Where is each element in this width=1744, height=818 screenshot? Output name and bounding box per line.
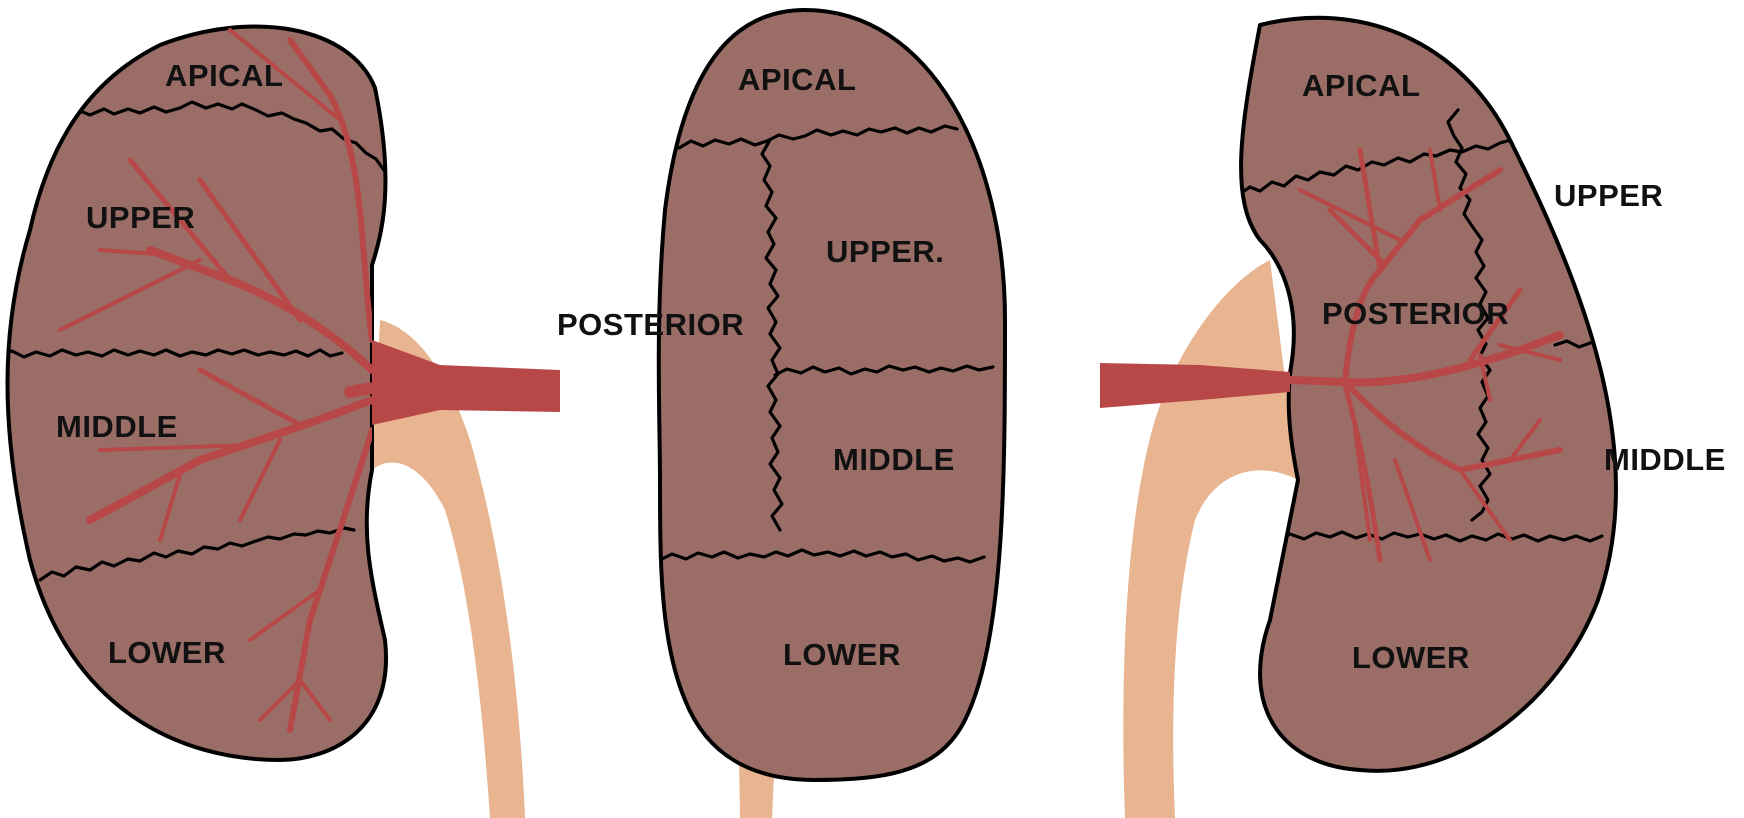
right-label-upper: UPPER xyxy=(1554,178,1663,213)
right-kidney: APICAL UPPER POSTERIOR MIDDLE LOWER xyxy=(1100,18,1726,818)
left-label-lower: LOWER xyxy=(108,635,226,670)
left-label-upper: UPPER xyxy=(86,200,195,235)
right-label-middle: MIDDLE xyxy=(1604,442,1726,477)
center-label-middle: MIDDLE xyxy=(833,442,955,477)
center-label-apical: APICAL xyxy=(738,62,856,97)
left-kidney: APICAL UPPER MIDDLE LOWER xyxy=(0,27,560,818)
left-label-apical: APICAL xyxy=(165,58,283,93)
right-label-apical: APICAL xyxy=(1302,68,1420,103)
right-label-posterior: POSTERIOR xyxy=(1322,296,1509,331)
center-label-lower: LOWER xyxy=(783,637,901,672)
center-label-posterior: POSTERIOR xyxy=(557,307,744,342)
left-renal-artery-trunk xyxy=(372,340,560,425)
right-ureter xyxy=(1123,260,1298,818)
center-label-upper: UPPER. xyxy=(826,234,944,269)
right-label-lower: LOWER xyxy=(1352,640,1470,675)
left-label-middle: MIDDLE xyxy=(56,409,178,444)
center-kidney: APICAL POSTERIOR UPPER. MIDDLE LOWER xyxy=(557,10,1005,818)
